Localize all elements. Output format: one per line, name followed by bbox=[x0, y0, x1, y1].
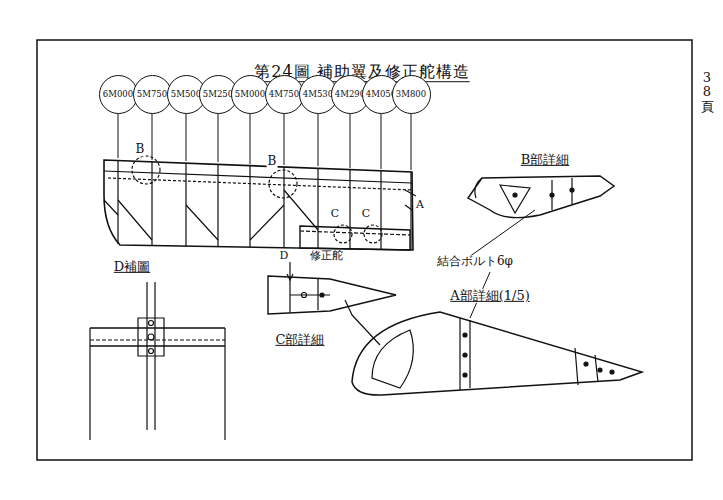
bolt-note: 結合ボルト6φ bbox=[436, 255, 514, 268]
detail-marker: B bbox=[135, 143, 146, 156]
station-number: 5M500 bbox=[171, 90, 201, 99]
detail-heading: A部詳細(1/5) bbox=[449, 289, 530, 303]
detail-marker: A bbox=[415, 199, 425, 211]
station-callout: 3M800 bbox=[392, 75, 431, 114]
page-number: 38頁 bbox=[700, 71, 715, 114]
station-number: 3M800 bbox=[396, 90, 426, 99]
detail-marker: C bbox=[361, 208, 371, 220]
station-callout: 5M000 bbox=[231, 75, 270, 114]
view-heading: D補圖 bbox=[113, 260, 151, 274]
station-leaders bbox=[118, 111, 411, 170]
detail-marker: C bbox=[330, 208, 340, 220]
d-supplementary-view bbox=[90, 282, 225, 440]
station-number: 4M530 bbox=[303, 90, 333, 99]
station-number: 5M000 bbox=[235, 90, 265, 99]
page-frame bbox=[37, 40, 692, 460]
aileron-planform bbox=[104, 156, 416, 280]
b-detail-section bbox=[468, 176, 614, 218]
detail-heading: C部詳細 bbox=[275, 333, 326, 347]
station-number: 4M290 bbox=[335, 90, 365, 99]
station-callout: 4M750 bbox=[265, 75, 304, 114]
detail-heading: B部詳細 bbox=[520, 153, 571, 167]
a-detail-section bbox=[345, 300, 642, 395]
station-callout: 6M000 bbox=[99, 75, 138, 114]
view-marker: D bbox=[279, 250, 290, 262]
station-number: 6M000 bbox=[103, 90, 133, 99]
station-callout: 5M750 bbox=[133, 75, 172, 114]
part-name: 修正舵 bbox=[309, 250, 344, 262]
station-number: 5M250 bbox=[203, 90, 233, 99]
station-number: 4M750 bbox=[269, 90, 299, 99]
detail-marker: B bbox=[267, 155, 278, 168]
station-number: 5M750 bbox=[137, 90, 167, 99]
c-detail-section bbox=[268, 276, 396, 314]
